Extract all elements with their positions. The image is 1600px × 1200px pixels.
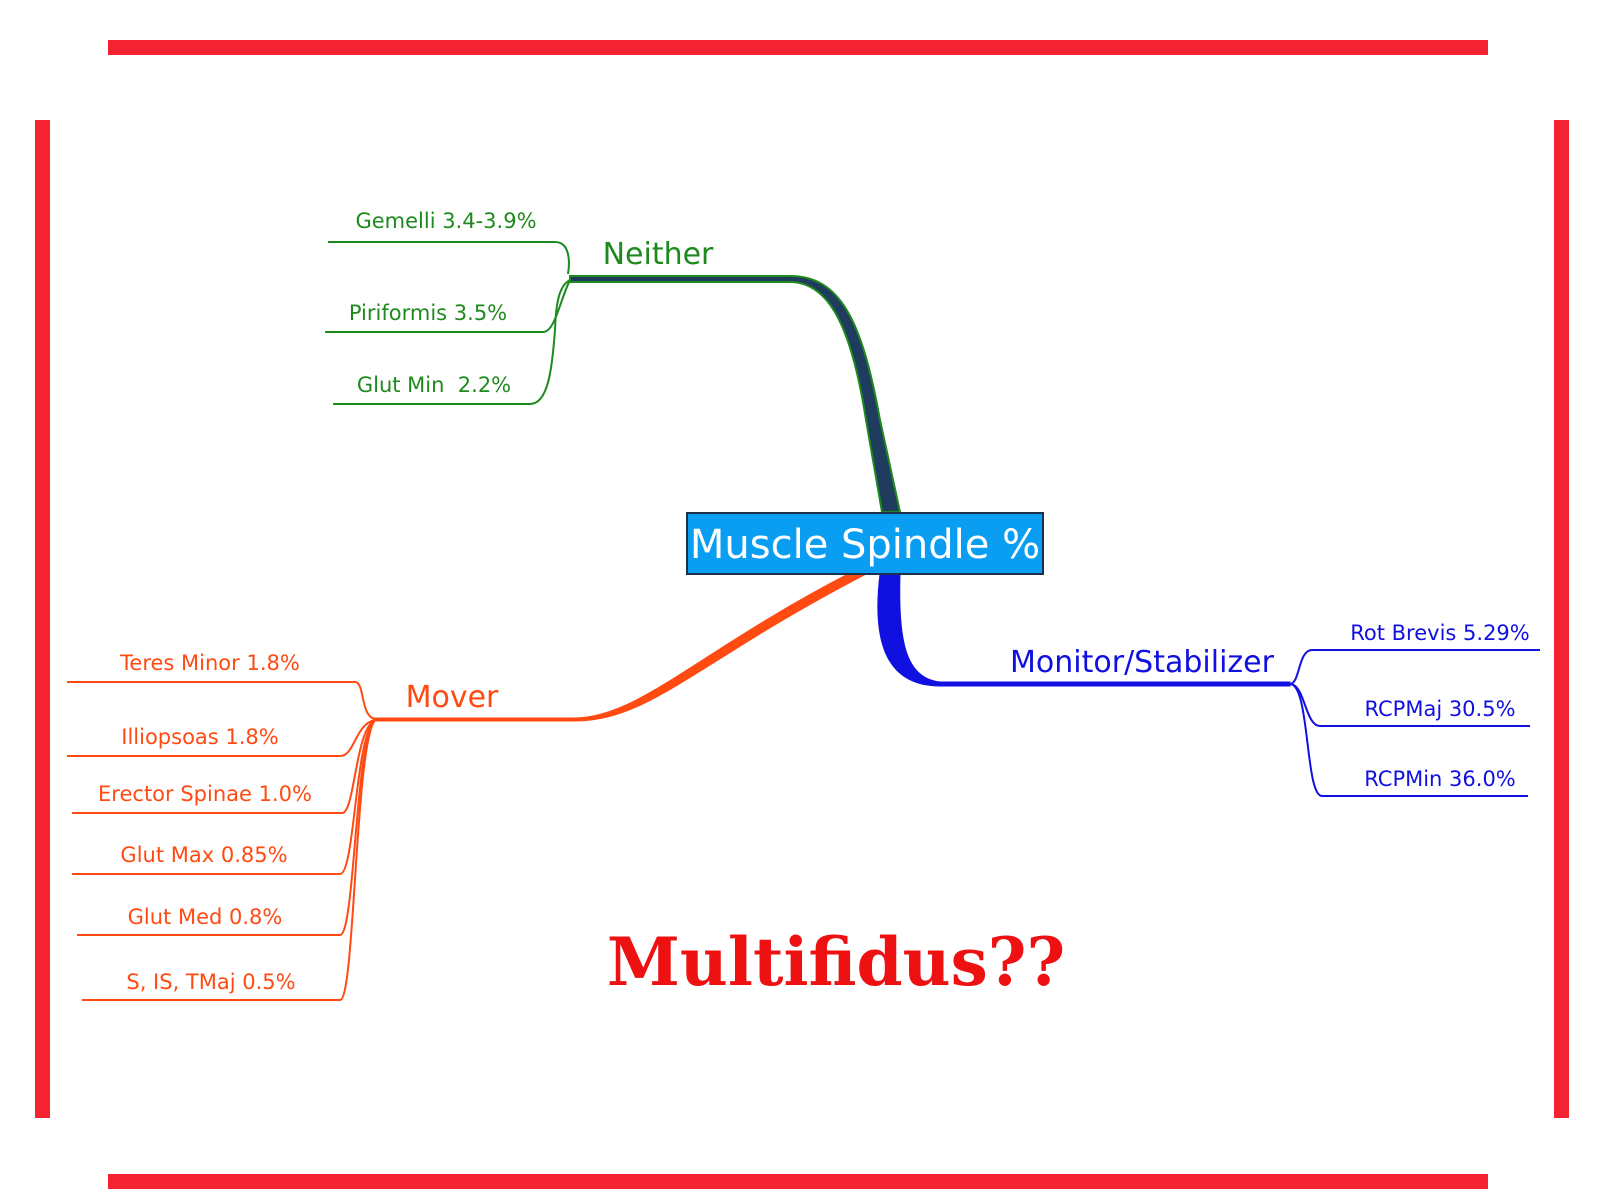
monitor-leaf-rcpmaj[interactable]: RCPMaj 30.5% (1364, 697, 1515, 721)
mover-underline-3 (72, 719, 376, 814)
neither-underline-1 (328, 241, 570, 275)
monitor-leaf-rcpmin[interactable]: RCPMin 36.0% (1364, 767, 1516, 791)
monitor-main-connector (877, 573, 1291, 687)
mover-leaf-lines (67, 681, 376, 1001)
mover-leaf-glut-max[interactable]: Glut Max 0.85% (120, 843, 287, 867)
mover-leaf-s-is-tmaj[interactable]: S, IS, TMaj 0.5% (126, 970, 295, 994)
monitor-underline-3 (1289, 683, 1528, 797)
root-label: Muscle Spindle % (690, 522, 1040, 568)
frame-right-bar (1554, 120, 1569, 1118)
neither-leaf-gemelli[interactable]: Gemelli 3.4-3.9% (355, 209, 536, 233)
monitor-underline-1 (1289, 649, 1540, 685)
frame-left-bar (35, 120, 50, 1118)
neither-leaf-glut-min[interactable]: Glut Min 2.2% (357, 373, 511, 397)
mover-underline-6 (82, 719, 376, 1001)
root-node[interactable] (686, 512, 1044, 575)
neither-leaf-piriformis[interactable]: Piriformis 3.5% (349, 301, 507, 325)
monitor-leaf-lines (1289, 649, 1540, 797)
branch-label-mover[interactable]: Mover (406, 680, 499, 715)
mover-leaf-illiopsoas[interactable]: Illiopsoas 1.8% (121, 725, 279, 749)
mover-underline-4 (72, 719, 376, 875)
neither-leaf-lines (325, 241, 571, 405)
mover-underline-2 (67, 719, 376, 757)
multifidus-question: Multifidus?? (607, 923, 1065, 1001)
frame-bottom-bar (108, 1174, 1488, 1189)
neither-main-connector (569, 275, 902, 513)
monitor-leaf-rot-brevis[interactable]: Rot Brevis 5.29% (1350, 621, 1530, 645)
frame-top-bar (108, 40, 1488, 55)
mover-underline-1 (67, 681, 376, 720)
neither-underline-3 (333, 279, 571, 405)
mover-leaf-teres-minor[interactable]: Teres Minor 1.8% (119, 651, 300, 675)
branch-label-neither[interactable]: Neither (603, 237, 714, 272)
branch-label-monitor[interactable]: Monitor/Stabilizer (1010, 645, 1275, 680)
mover-underline-5 (77, 719, 376, 936)
mover-leaf-glut-med[interactable]: Glut Med 0.8% (128, 905, 283, 929)
mover-leaf-erector-spinae[interactable]: Erector Spinae 1.0% (98, 782, 312, 806)
